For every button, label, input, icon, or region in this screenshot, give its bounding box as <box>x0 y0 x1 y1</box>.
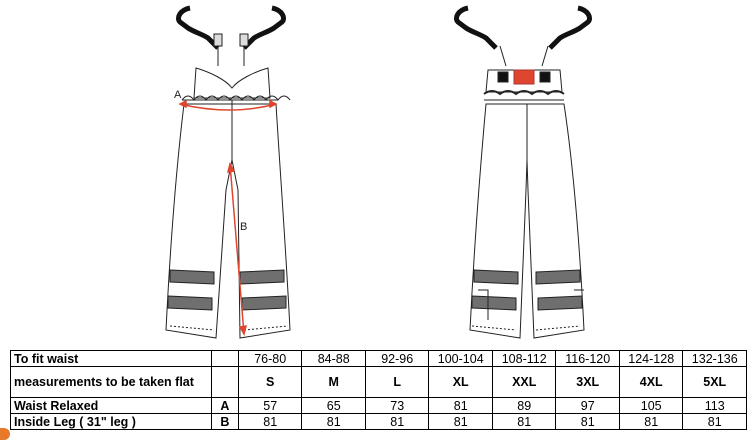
waist-range-cell: 116-120 <box>555 350 620 367</box>
waist-range-cell: 108-112 <box>491 350 557 367</box>
value-cell: 81 <box>682 413 747 430</box>
measure-a <box>178 99 278 111</box>
value-cell: 105 <box>618 397 684 414</box>
size-cell: XXL <box>491 366 557 398</box>
waist-range-cell: 92-96 <box>364 350 430 367</box>
row-code: A <box>210 397 239 414</box>
garment-diagram: A B <box>165 5 593 339</box>
waist-range-cell: 124-128 <box>618 350 684 367</box>
size-cell: L <box>364 366 430 398</box>
inside-leg-row: Inside Leg ( 31" leg ) B 81 81 81 81 81 … <box>10 413 747 430</box>
front-view <box>165 5 291 339</box>
size-cell: M <box>301 366 366 398</box>
value-cell: 81 <box>237 413 303 430</box>
size-table: To fit waist 76-80 84-88 92-96 100-104 1… <box>10 350 747 430</box>
value-cell: 81 <box>428 413 493 430</box>
value-cell: 81 <box>301 413 366 430</box>
value-cell: 81 <box>428 397 493 414</box>
value-cell: 65 <box>301 397 366 414</box>
value-cell: 57 <box>237 397 303 414</box>
waist-range-cell: 84-88 <box>301 350 366 367</box>
waist-range-row: To fit waist 76-80 84-88 92-96 100-104 1… <box>10 350 747 367</box>
size-cell: 5XL <box>682 366 747 398</box>
waist-range-cell: 132-136 <box>682 350 747 367</box>
waist-range-cell: 100-104 <box>428 350 493 367</box>
size-cell: 3XL <box>555 366 620 398</box>
size-cell: S <box>237 366 303 398</box>
value-cell: 81 <box>555 413 620 430</box>
size-row: measurements to be taken flat S M L XL X… <box>10 366 747 398</box>
code-cell-empty <box>210 366 239 398</box>
fit-label: To fit waist <box>10 350 212 367</box>
code-cell-empty <box>210 350 239 367</box>
back-view <box>453 5 593 339</box>
front-label-b: B <box>240 221 247 233</box>
row-code: B <box>210 413 239 430</box>
value-cell: 81 <box>364 413 430 430</box>
waist-relaxed-row: Waist Relaxed A 57 65 73 81 89 97 105 11… <box>10 397 747 414</box>
size-cell: XL <box>428 366 493 398</box>
value-cell: 81 <box>618 413 684 430</box>
orange-corner-mark <box>0 428 10 440</box>
value-cell: 73 <box>364 397 430 414</box>
row-label: Inside Leg ( 31" leg ) <box>10 413 212 430</box>
size-cell: 4XL <box>618 366 684 398</box>
measure-note: measurements to be taken flat <box>10 366 212 398</box>
measure-b <box>226 162 248 336</box>
value-cell: 113 <box>682 397 747 414</box>
value-cell: 89 <box>491 397 557 414</box>
front-label-a: A <box>174 89 182 101</box>
value-cell: 97 <box>555 397 620 414</box>
value-cell: 81 <box>491 413 557 430</box>
waist-range-cell: 76-80 <box>237 350 303 367</box>
row-label: Waist Relaxed <box>10 397 212 414</box>
